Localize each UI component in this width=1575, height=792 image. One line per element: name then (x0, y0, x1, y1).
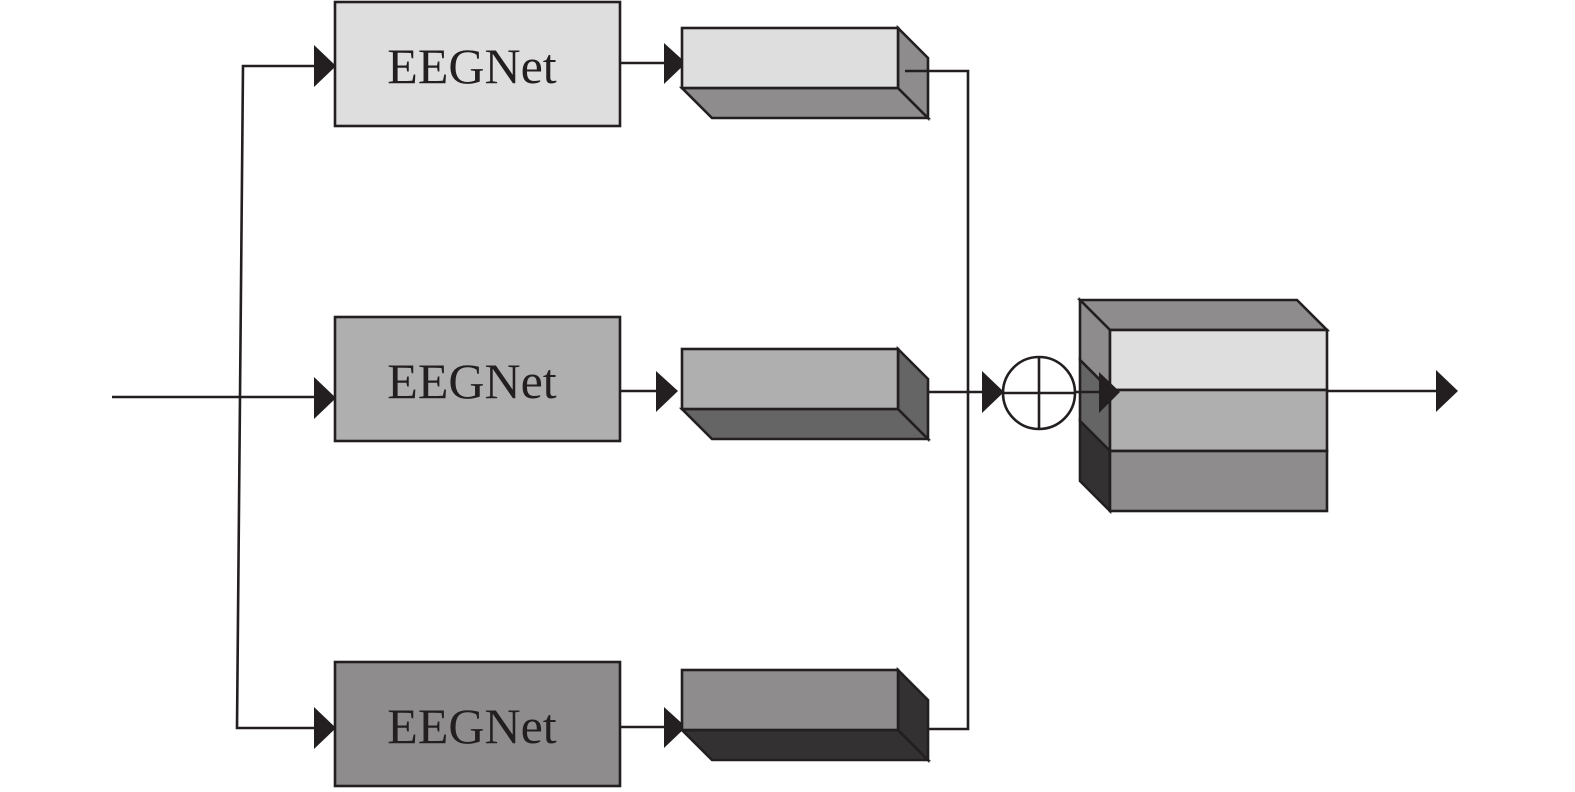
concat-operator-icon (1001, 355, 1077, 431)
branch-3: EEGNet (333, 660, 932, 788)
arrow-into-feature-2 (656, 371, 678, 412)
stacked-feature-block (1076, 296, 1331, 515)
arrow-into-eegnet-1 (314, 45, 336, 87)
feature-block-2 (678, 345, 932, 443)
merge-line-top (905, 69, 970, 392)
stack-top-face (1076, 298, 1331, 332)
stack-layer-2 (1108, 388, 1329, 453)
merge-line-bottom (928, 392, 970, 731)
arrow-into-stack (1099, 372, 1120, 413)
stack-layer-1 (1108, 328, 1329, 392)
eegnet-box-3 (333, 660, 622, 788)
branch-1: EEGNet (333, 0, 932, 128)
feature-3-front (680, 668, 900, 732)
eegnet-label-2: EEGNet (387, 353, 556, 409)
stack-layer-3 (1108, 449, 1329, 513)
feature-1-bottom (678, 86, 932, 120)
arrow-into-feature-1 (664, 43, 686, 84)
feature-block-3 (678, 666, 932, 764)
eegnet-box-1 (333, 0, 622, 128)
arrow-into-feature-3 (664, 707, 686, 748)
output-arrow (1436, 370, 1458, 412)
feature-1-front (680, 26, 900, 90)
feature-2-front (680, 347, 900, 411)
branch-2: EEGNet (333, 315, 932, 443)
feature-3-bottom (678, 728, 932, 762)
eegnet-box-2 (333, 315, 622, 443)
eegnet-label-3: EEGNet (387, 698, 556, 754)
splitter-line (235, 64, 318, 730)
feature-block-1 (678, 24, 932, 122)
arrow-into-eegnet-3 (314, 707, 336, 749)
arrow-into-eegnet-2 (314, 377, 336, 419)
eegnet-label-1: EEGNet (387, 38, 556, 94)
feature-2-bottom (678, 407, 932, 441)
arrow-into-concat (982, 371, 1004, 413)
